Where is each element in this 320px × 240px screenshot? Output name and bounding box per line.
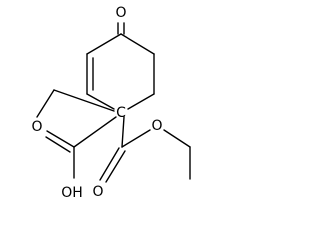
quaternary-carbon-label: C (116, 105, 126, 121)
bond-c1-ester-c (121, 116, 125, 148)
bond-c4-c5 (120, 33, 155, 55)
bond-c6-c1 (127, 93, 155, 110)
bond-acid-c-o-b (45, 136, 71, 153)
bond-ester-c-o-dbl-a (99, 147, 120, 181)
bond-ethyl-ch2-ch3 (36, 89, 55, 118)
acid-carbonyl-oxygen-label: O (31, 119, 42, 135)
bond-c1-acid-c (73, 116, 117, 148)
bond-ester-c-o-dbl-b (105, 150, 126, 183)
ester-carbonyl-oxygen-label: O (92, 184, 103, 200)
ketone-oxygen-label: O (115, 5, 126, 21)
bond-c2-c1 (86, 93, 115, 110)
bond-ester-c-o (121, 129, 151, 148)
ester-oxygen-label: O (151, 118, 162, 134)
bond-c1-ethyl-ch2 (53, 89, 115, 112)
bond-c4-c3 (86, 33, 122, 55)
chemical-structure: O C O OH O O (31, 5, 191, 201)
hydroxyl-label: OH (61, 185, 83, 201)
bond-ester-o-ch2 (163, 129, 191, 148)
bond-acid-c-o-a (46, 130, 75, 148)
